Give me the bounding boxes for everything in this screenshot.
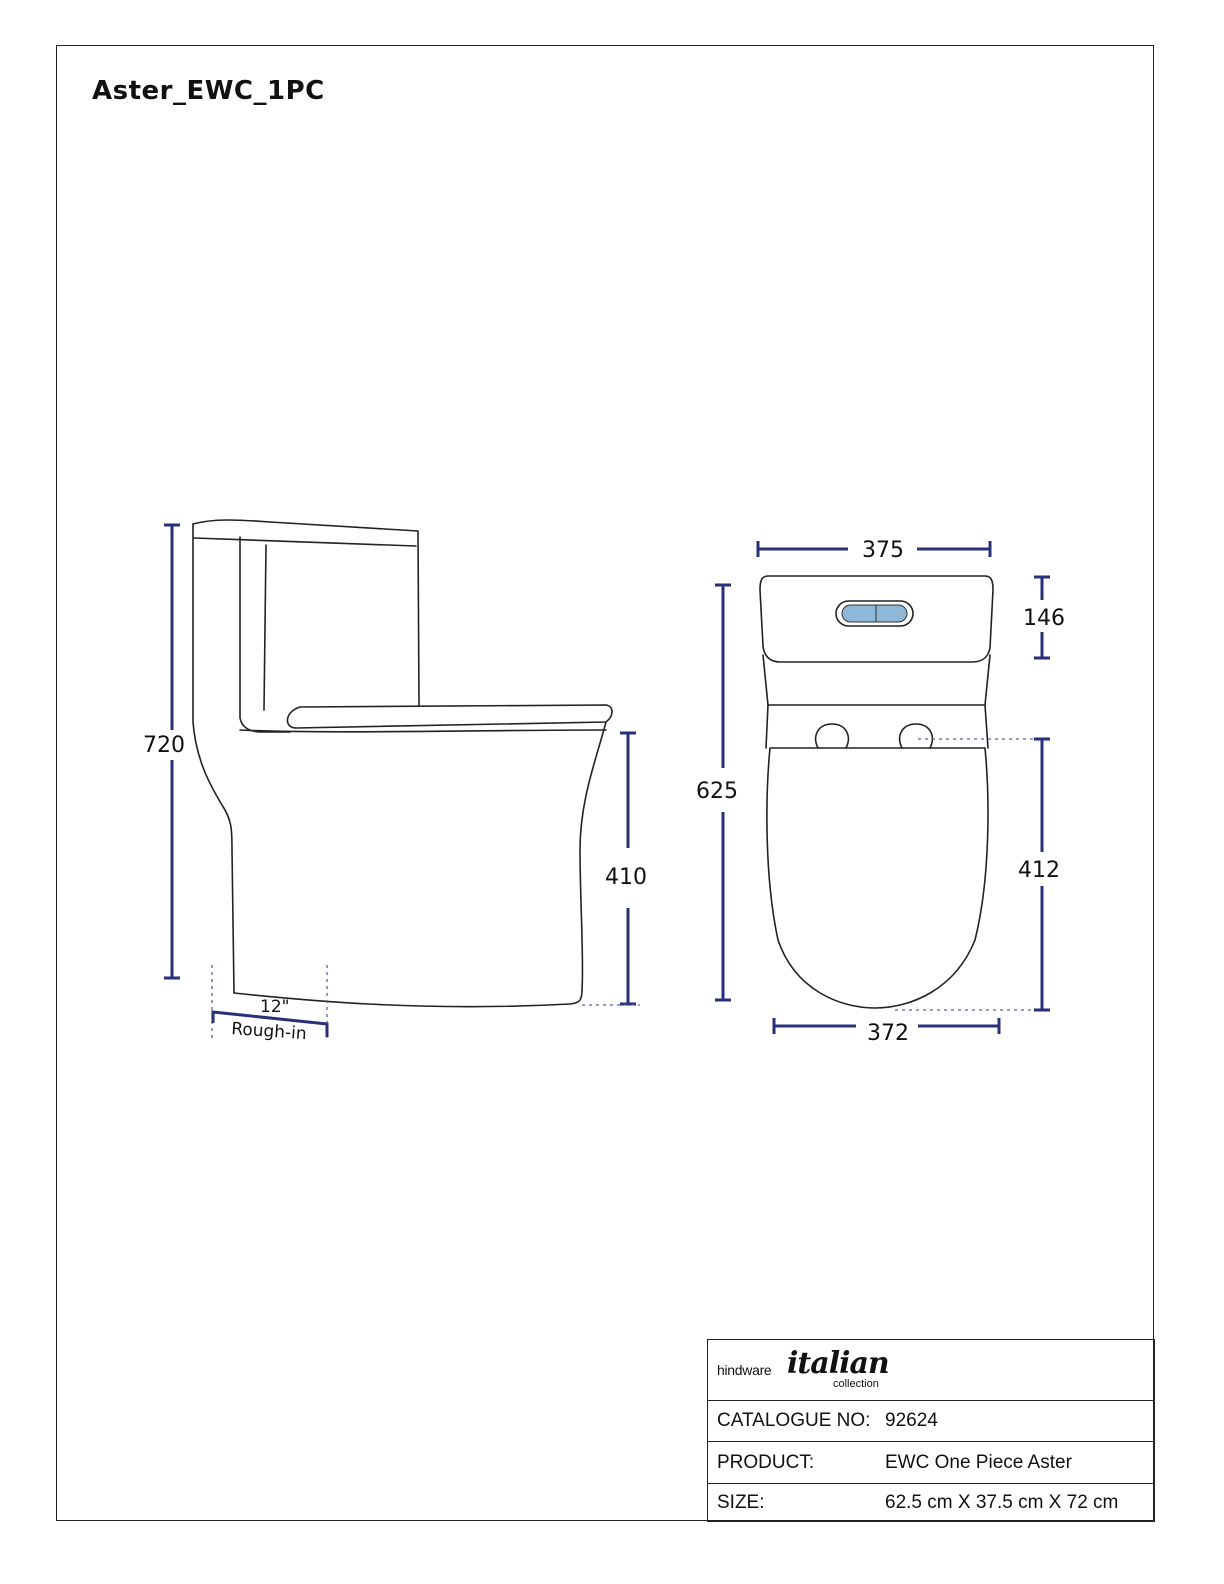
side-base [233, 989, 583, 1008]
front-seat-lid [766, 747, 989, 1009]
side-seat-lid [286, 704, 613, 729]
catalogue-value: 92624 [885, 1410, 938, 1431]
side-body-rim [239, 729, 607, 733]
dim-720-label: 720 [143, 733, 185, 758]
size-row: SIZE: 62.5 cm X 37.5 cm X 72 cm [708, 1483, 1154, 1521]
dim-410-label: 410 [605, 865, 647, 890]
side-tank-inner [239, 536, 291, 733]
size-value: 62.5 cm X 37.5 cm X 72 cm [885, 1491, 1119, 1513]
rough-in-dimension [211, 1010, 329, 1037]
dim-625-label: 625 [696, 779, 738, 804]
rough-in-value: 12" [260, 997, 289, 1017]
side-tank-top [193, 537, 417, 547]
dim-146-label: 146 [1023, 606, 1065, 631]
logo-script-text: italian [787, 1346, 890, 1381]
hinge-right [898, 723, 934, 749]
sheet-title: Aster_EWC_1PC [92, 76, 325, 106]
catalogue-key: CATALOGUE NO: [717, 1410, 871, 1431]
product-value: EWC One Piece Aster [885, 1451, 1072, 1473]
side-view: 720 410 12" Rough-in [143, 519, 647, 1044]
flush-button-outer [835, 600, 914, 627]
drawing-frame [56, 45, 1154, 1521]
side-tank-inner-line [263, 544, 267, 711]
front-view: 375 146 625 412 372 [696, 538, 1065, 1046]
product-row: PRODUCT: EWC One Piece Aster [708, 1441, 1154, 1483]
size-key: SIZE: [717, 1491, 765, 1513]
dim-375-label: 375 [862, 538, 904, 563]
hinge-left [814, 723, 850, 749]
rough-in-label: Rough-in [231, 1019, 308, 1044]
side-tank-outline [192, 519, 420, 706]
brand-logo: hindware italian collection [717, 1346, 917, 1392]
dim-372-label: 372 [867, 1021, 909, 1046]
side-body-back [192, 523, 235, 994]
catalogue-row: CATALOGUE NO: 92624 [708, 1400, 1154, 1441]
front-tank-outline [759, 575, 994, 663]
logo-brand-text: hindware [717, 1362, 772, 1378]
title-block: hindware italian collection CATALOGUE NO… [707, 1339, 1155, 1522]
flush-button-icon [841, 604, 908, 623]
logo-sub-text: collection [833, 1378, 879, 1390]
side-body-front [579, 721, 607, 991]
dim-412-label: 412 [1018, 858, 1060, 883]
front-body-sides [762, 654, 991, 706]
product-key: PRODUCT: [717, 1451, 815, 1473]
front-seat-band [765, 704, 989, 749]
